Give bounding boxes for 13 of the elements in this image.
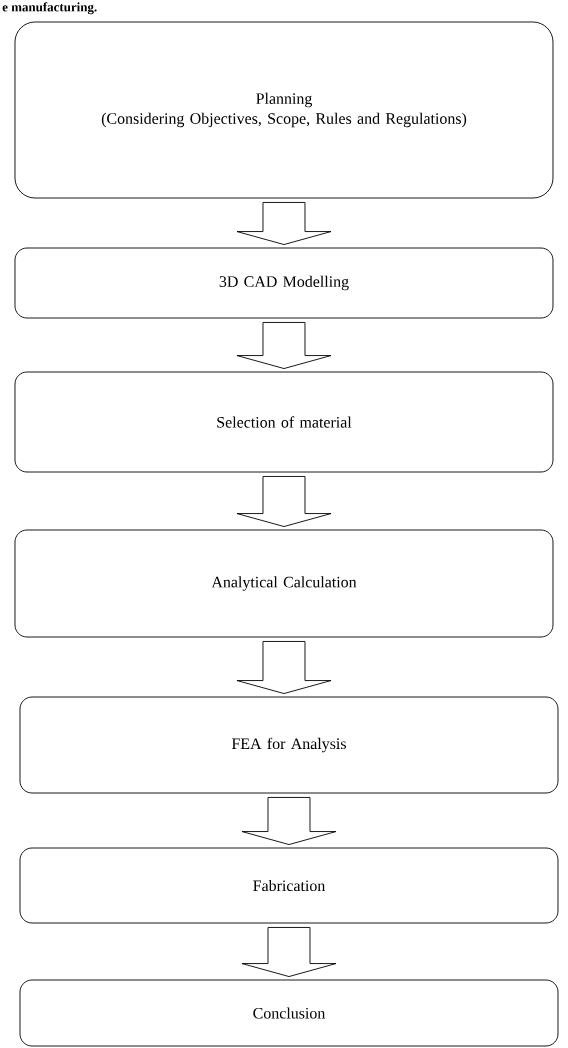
process-box: FEA for Analysis xyxy=(19,696,559,794)
process-box: Selection of material xyxy=(14,371,554,473)
process-box: Planning (Considering Objectives, Scope, Rules and Regulations) xyxy=(14,21,554,199)
block-arrow xyxy=(236,322,332,369)
process-box: Conclusion xyxy=(19,979,559,1047)
process-box: Analytical Calculation xyxy=(14,529,554,638)
block-arrow xyxy=(236,476,332,527)
block-arrow xyxy=(236,641,332,694)
block-arrow xyxy=(236,202,332,245)
block-arrow xyxy=(241,797,337,845)
block-arrow xyxy=(241,927,337,977)
process-box: Fabrication xyxy=(19,847,559,924)
process-box: 3D CAD Modelling xyxy=(14,247,554,319)
